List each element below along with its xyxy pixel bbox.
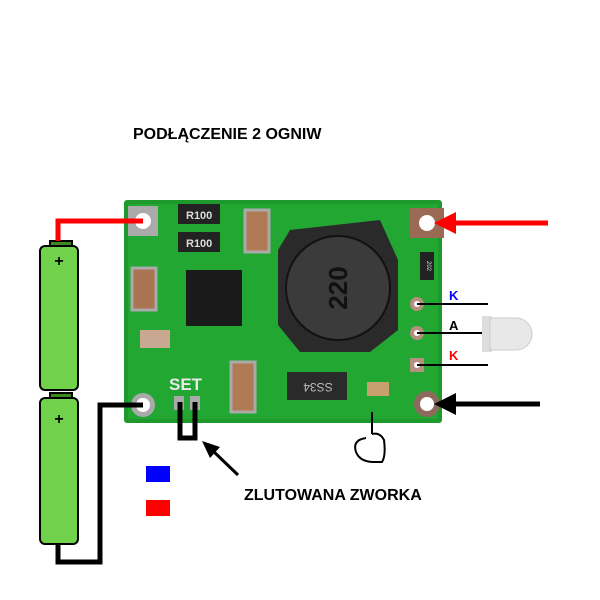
jumper-caption: ZLUTOWANA ZWORKA [244, 487, 422, 504]
diode-label: SS34 [303, 380, 333, 394]
diode-ss34 [287, 372, 347, 400]
red-indicator-swatch [146, 500, 170, 516]
led-cathode-blue-label: K [449, 288, 459, 303]
resistor-r100-2 [178, 232, 220, 252]
diagram-title: PODŁĄCZENIE 2 OGNIW [133, 126, 322, 143]
resistor-label: R100 [186, 210, 212, 222]
capacitor [243, 208, 271, 254]
jumper-arrow [202, 441, 240, 477]
inductor: 220 [278, 220, 398, 352]
resistor-r100-1 [178, 204, 220, 224]
capacitor [140, 330, 170, 348]
small-resistor-label: 202 [425, 261, 431, 272]
solder-jumper [177, 402, 198, 441]
blue-indicator-swatch [146, 466, 170, 482]
capacitor [130, 266, 158, 312]
status-led [367, 382, 389, 396]
battery-1: + [39, 240, 79, 391]
charger-board: R100 R100 220 202 SS34 SET [124, 200, 444, 423]
pointing-hand-icon [354, 412, 386, 463]
input-plus-arrow [434, 212, 548, 234]
capacitor [229, 360, 257, 414]
rgb-led [417, 303, 533, 366]
small-resistor [420, 252, 434, 280]
set-label: SET [169, 375, 203, 394]
led-anode-label: A [449, 318, 459, 333]
battery-plus-sign: + [54, 253, 63, 270]
input-minus-arrow [434, 393, 540, 415]
battery-2: + [39, 392, 79, 545]
charger-ic [186, 270, 242, 326]
inductor-label: 220 [323, 266, 353, 309]
resistor-label: R100 [186, 238, 212, 250]
red-wire [55, 218, 143, 241]
battery-plus-sign: + [54, 411, 63, 428]
black-wire [55, 402, 143, 565]
led-cathode-red-label: K [449, 348, 459, 363]
